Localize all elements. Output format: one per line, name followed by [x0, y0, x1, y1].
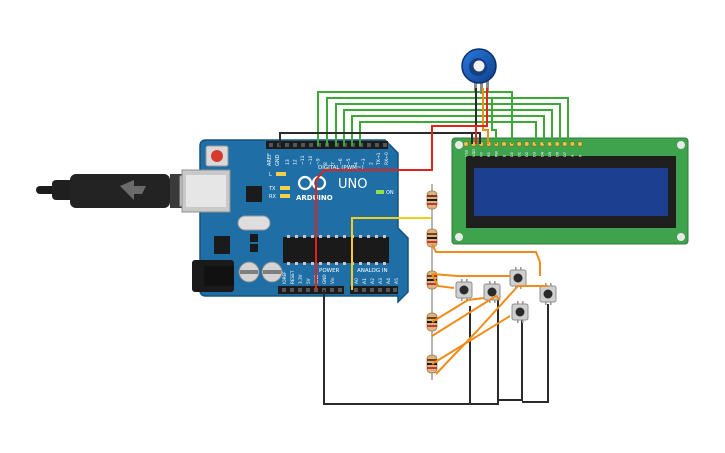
crystal: [237, 215, 271, 231]
power-pin-label: 5V: [306, 278, 311, 284]
lcd-pin: [562, 141, 568, 147]
lcd-pin-label: D3: [533, 152, 537, 157]
resistor: [426, 228, 438, 248]
lcd-pin: [569, 141, 576, 147]
led-tx: [280, 186, 290, 190]
lcd-pin-label: A: [571, 154, 575, 157]
led-rx: [280, 194, 290, 198]
lcd-vcc-wire: [431, 125, 484, 136]
digital-pin-label: ~10: [308, 155, 314, 165]
power-label: POWER: [319, 268, 340, 274]
lcd-pin-label: E: [502, 154, 506, 157]
digital-pin-label: ~5: [346, 158, 352, 165]
digital-pin-label: 7: [331, 162, 337, 165]
lcd-pin-label: RS: [487, 152, 491, 157]
arduino-uno-board: AREF GND DIGITAL (PWM~) L TX RX ARDUINO …: [181, 139, 409, 304]
gnd-label: GND: [275, 154, 281, 166]
lcd-pin-label: VDD: [472, 149, 476, 157]
a0-signal-wire: [351, 217, 432, 290]
power-header: [278, 286, 344, 294]
lcd-pin: [516, 141, 522, 147]
lcd-pin-label: D5: [548, 152, 552, 157]
pot-gnd-wire: [471, 88, 477, 144]
push-button: [509, 267, 527, 289]
lcd-pin-label: D7: [563, 152, 567, 157]
on-led: [376, 190, 384, 194]
analog-label: ANALOG IN: [357, 268, 388, 274]
on-label: ON: [386, 190, 394, 196]
digital-pin-label: 2: [369, 162, 375, 165]
push-button: [483, 281, 501, 303]
lcd-pin-label: D0: [510, 151, 514, 157]
led-tx-label: TX: [268, 186, 276, 192]
lcd-pin-label: D2: [525, 152, 529, 157]
analog-pin-label: A3: [378, 278, 384, 284]
lcd-pin-label: K: [578, 154, 582, 157]
svg-text:ARDUINO: ARDUINO: [296, 194, 333, 202]
regulator: [214, 236, 230, 254]
analog-pin-label: A1: [362, 278, 368, 284]
digital-pin-label: ~11: [300, 155, 306, 165]
digital-pin-label: ~9: [315, 158, 321, 165]
lcd-pin-label: D1: [518, 152, 522, 157]
lcd-pin: [577, 141, 583, 147]
digital-pin-label: TX→1: [376, 152, 382, 166]
lcd-pin-label: D6: [556, 151, 560, 157]
uno-label: UNO: [338, 177, 367, 192]
led-l: [276, 172, 286, 176]
lcd-data-wires: [317, 91, 569, 146]
analog-pin-label: A0: [354, 278, 360, 284]
digital-pin-label: ~3: [361, 158, 367, 165]
power-pin-label: 3.3V: [298, 274, 303, 284]
digital-pin-label: 13: [285, 159, 291, 165]
atmega-chip: [283, 237, 389, 263]
power-pin-label: RESET: [290, 270, 295, 284]
led-l-label: L: [269, 172, 272, 178]
usb-chip: [246, 186, 262, 202]
gnd-wire-bottom: [323, 290, 471, 405]
aref-label: AREF: [267, 153, 273, 166]
lcd-screen: [474, 168, 668, 216]
analog-pin-label: A4: [386, 278, 392, 284]
push-button: [455, 279, 473, 301]
usb-icon: [120, 180, 146, 200]
lcd-pin-label: RW: [495, 151, 499, 157]
led-rx-label: RX: [269, 194, 276, 200]
lcd-pin: [524, 141, 530, 147]
digital-pin-label: RX←0: [384, 152, 390, 165]
analog-pin-label: A2: [370, 278, 376, 284]
lcd-pin: [554, 141, 560, 147]
resistor: [426, 190, 438, 210]
power-pin-label: Vin: [330, 277, 335, 284]
push-button: [511, 301, 529, 323]
icsp-header: [250, 234, 258, 252]
digital-pin-label: 12: [293, 159, 299, 165]
digital-label: DIGITAL (PWM~): [318, 165, 364, 171]
digital-pin-label: ~6: [338, 158, 344, 165]
lcd-pin: [501, 141, 507, 147]
power-pin-label: IOREF: [282, 271, 287, 284]
lcd-pin-label: VSS: [464, 149, 468, 157]
digital-pin-label: 4: [353, 162, 359, 165]
5v-wire: [315, 136, 433, 290]
button-wires: [431, 243, 548, 375]
power-pin-label: GND: [322, 274, 327, 284]
analog-pin-label: A5: [394, 278, 400, 284]
digital-pin-label: 8: [323, 162, 329, 165]
lcd-pin-label: V0: [480, 152, 484, 157]
potentiometer: [461, 48, 497, 94]
lcd-pin: [463, 141, 469, 147]
gnd-wire-top: [279, 132, 481, 146]
lcd-pin-label: D4: [540, 151, 544, 157]
pot-wiper-wire: [482, 88, 489, 144]
